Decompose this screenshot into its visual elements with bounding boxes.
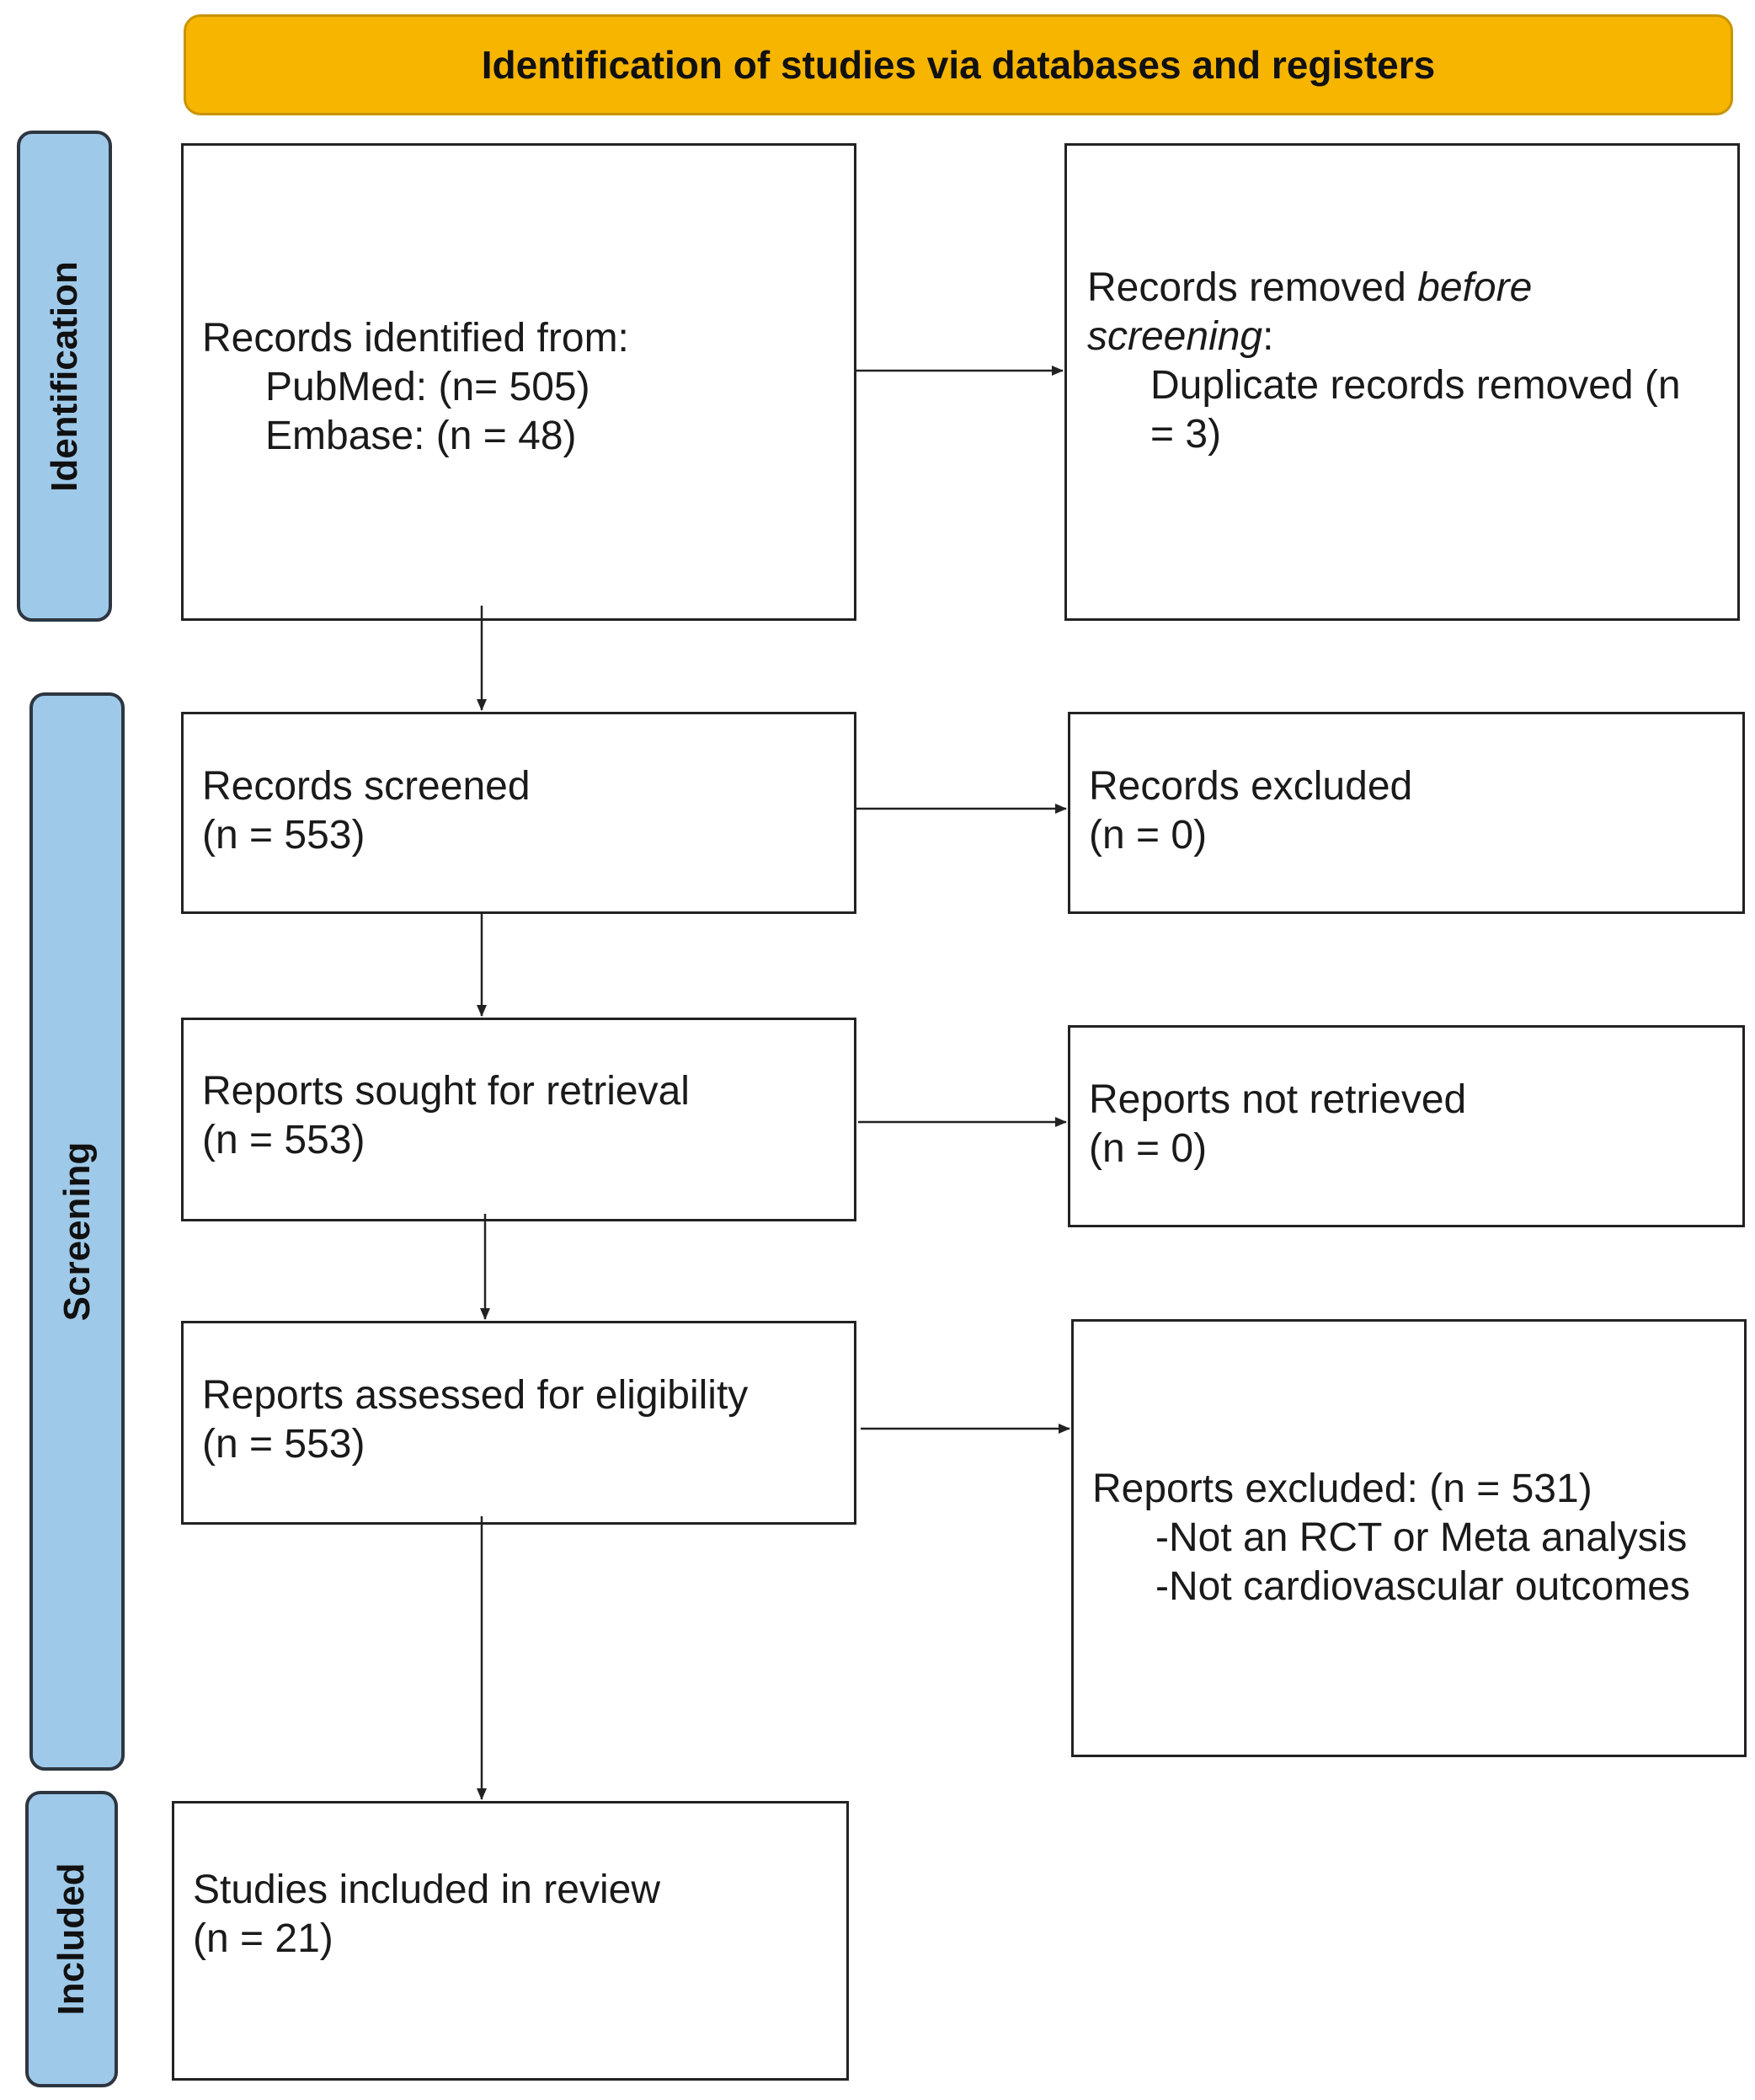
records-removed-title: Records removed before	[1087, 265, 1533, 310]
records-identified-title: Records identified from:	[202, 316, 629, 361]
phase-screening: Screening	[29, 692, 125, 1771]
duplicate-records-line1: Duplicate records removed (n	[1150, 363, 1681, 408]
pubmed-count: PubMed: (n= 505)	[265, 365, 590, 409]
phase-included: Included	[25, 1791, 118, 2087]
studies-included-count: (n = 21)	[193, 1916, 333, 1961]
records-screened-count: (n = 553)	[202, 813, 365, 858]
reports-not-retrieved-box: Reports not retrieved (n = 0)	[1068, 1025, 1745, 1227]
records-excluded-title: Records excluded	[1089, 764, 1413, 809]
records-excluded-count: (n = 0)	[1089, 813, 1208, 858]
records-identified-box: Records identified from: PubMed: (n= 505…	[181, 143, 856, 621]
records-removed-box: Records removed before screening: Duplic…	[1064, 143, 1740, 621]
header-banner: Identification of studies via databases …	[184, 14, 1733, 115]
exclusion-reason-1: -Not an RCT or Meta analysis	[1155, 1515, 1688, 1560]
reports-not-retrieved-title: Reports not retrieved	[1089, 1077, 1467, 1122]
reports-sought-box: Reports sought for retrieval (n = 553)	[181, 1018, 856, 1221]
reports-sought-count: (n = 553)	[202, 1118, 365, 1162]
reports-excluded-box: Reports excluded: (n = 531) -Not an RCT …	[1071, 1319, 1747, 1757]
studies-included-box: Studies included in review (n = 21)	[172, 1801, 849, 2081]
reports-excluded-title: Reports excluded: (n = 531)	[1092, 1467, 1592, 1511]
reports-assessed-count: (n = 553)	[202, 1422, 365, 1467]
reports-assessed-box: Reports assessed for eligibility (n = 55…	[181, 1321, 856, 1525]
header-title: Identification of studies via databases …	[481, 43, 1436, 87]
phase-identification: Identification	[17, 131, 112, 622]
records-screened-title: Records screened	[202, 764, 531, 809]
embase-count: Embase: (n = 48)	[265, 414, 577, 458]
records-screened-box: Records screened (n = 553)	[181, 712, 856, 914]
studies-included-title: Studies included in review	[193, 1868, 660, 1912]
records-removed-title-cont: screening:	[1087, 314, 1274, 359]
reports-assessed-title: Reports assessed for eligibility	[202, 1373, 749, 1418]
records-excluded-box: Records excluded (n = 0)	[1068, 712, 1745, 914]
reports-sought-title: Reports sought for retrieval	[202, 1069, 690, 1114]
reports-not-retrieved-count: (n = 0)	[1089, 1126, 1208, 1171]
exclusion-reason-2: -Not cardiovascular outcomes	[1155, 1564, 1690, 1609]
duplicate-records-line2: = 3)	[1150, 412, 1222, 457]
